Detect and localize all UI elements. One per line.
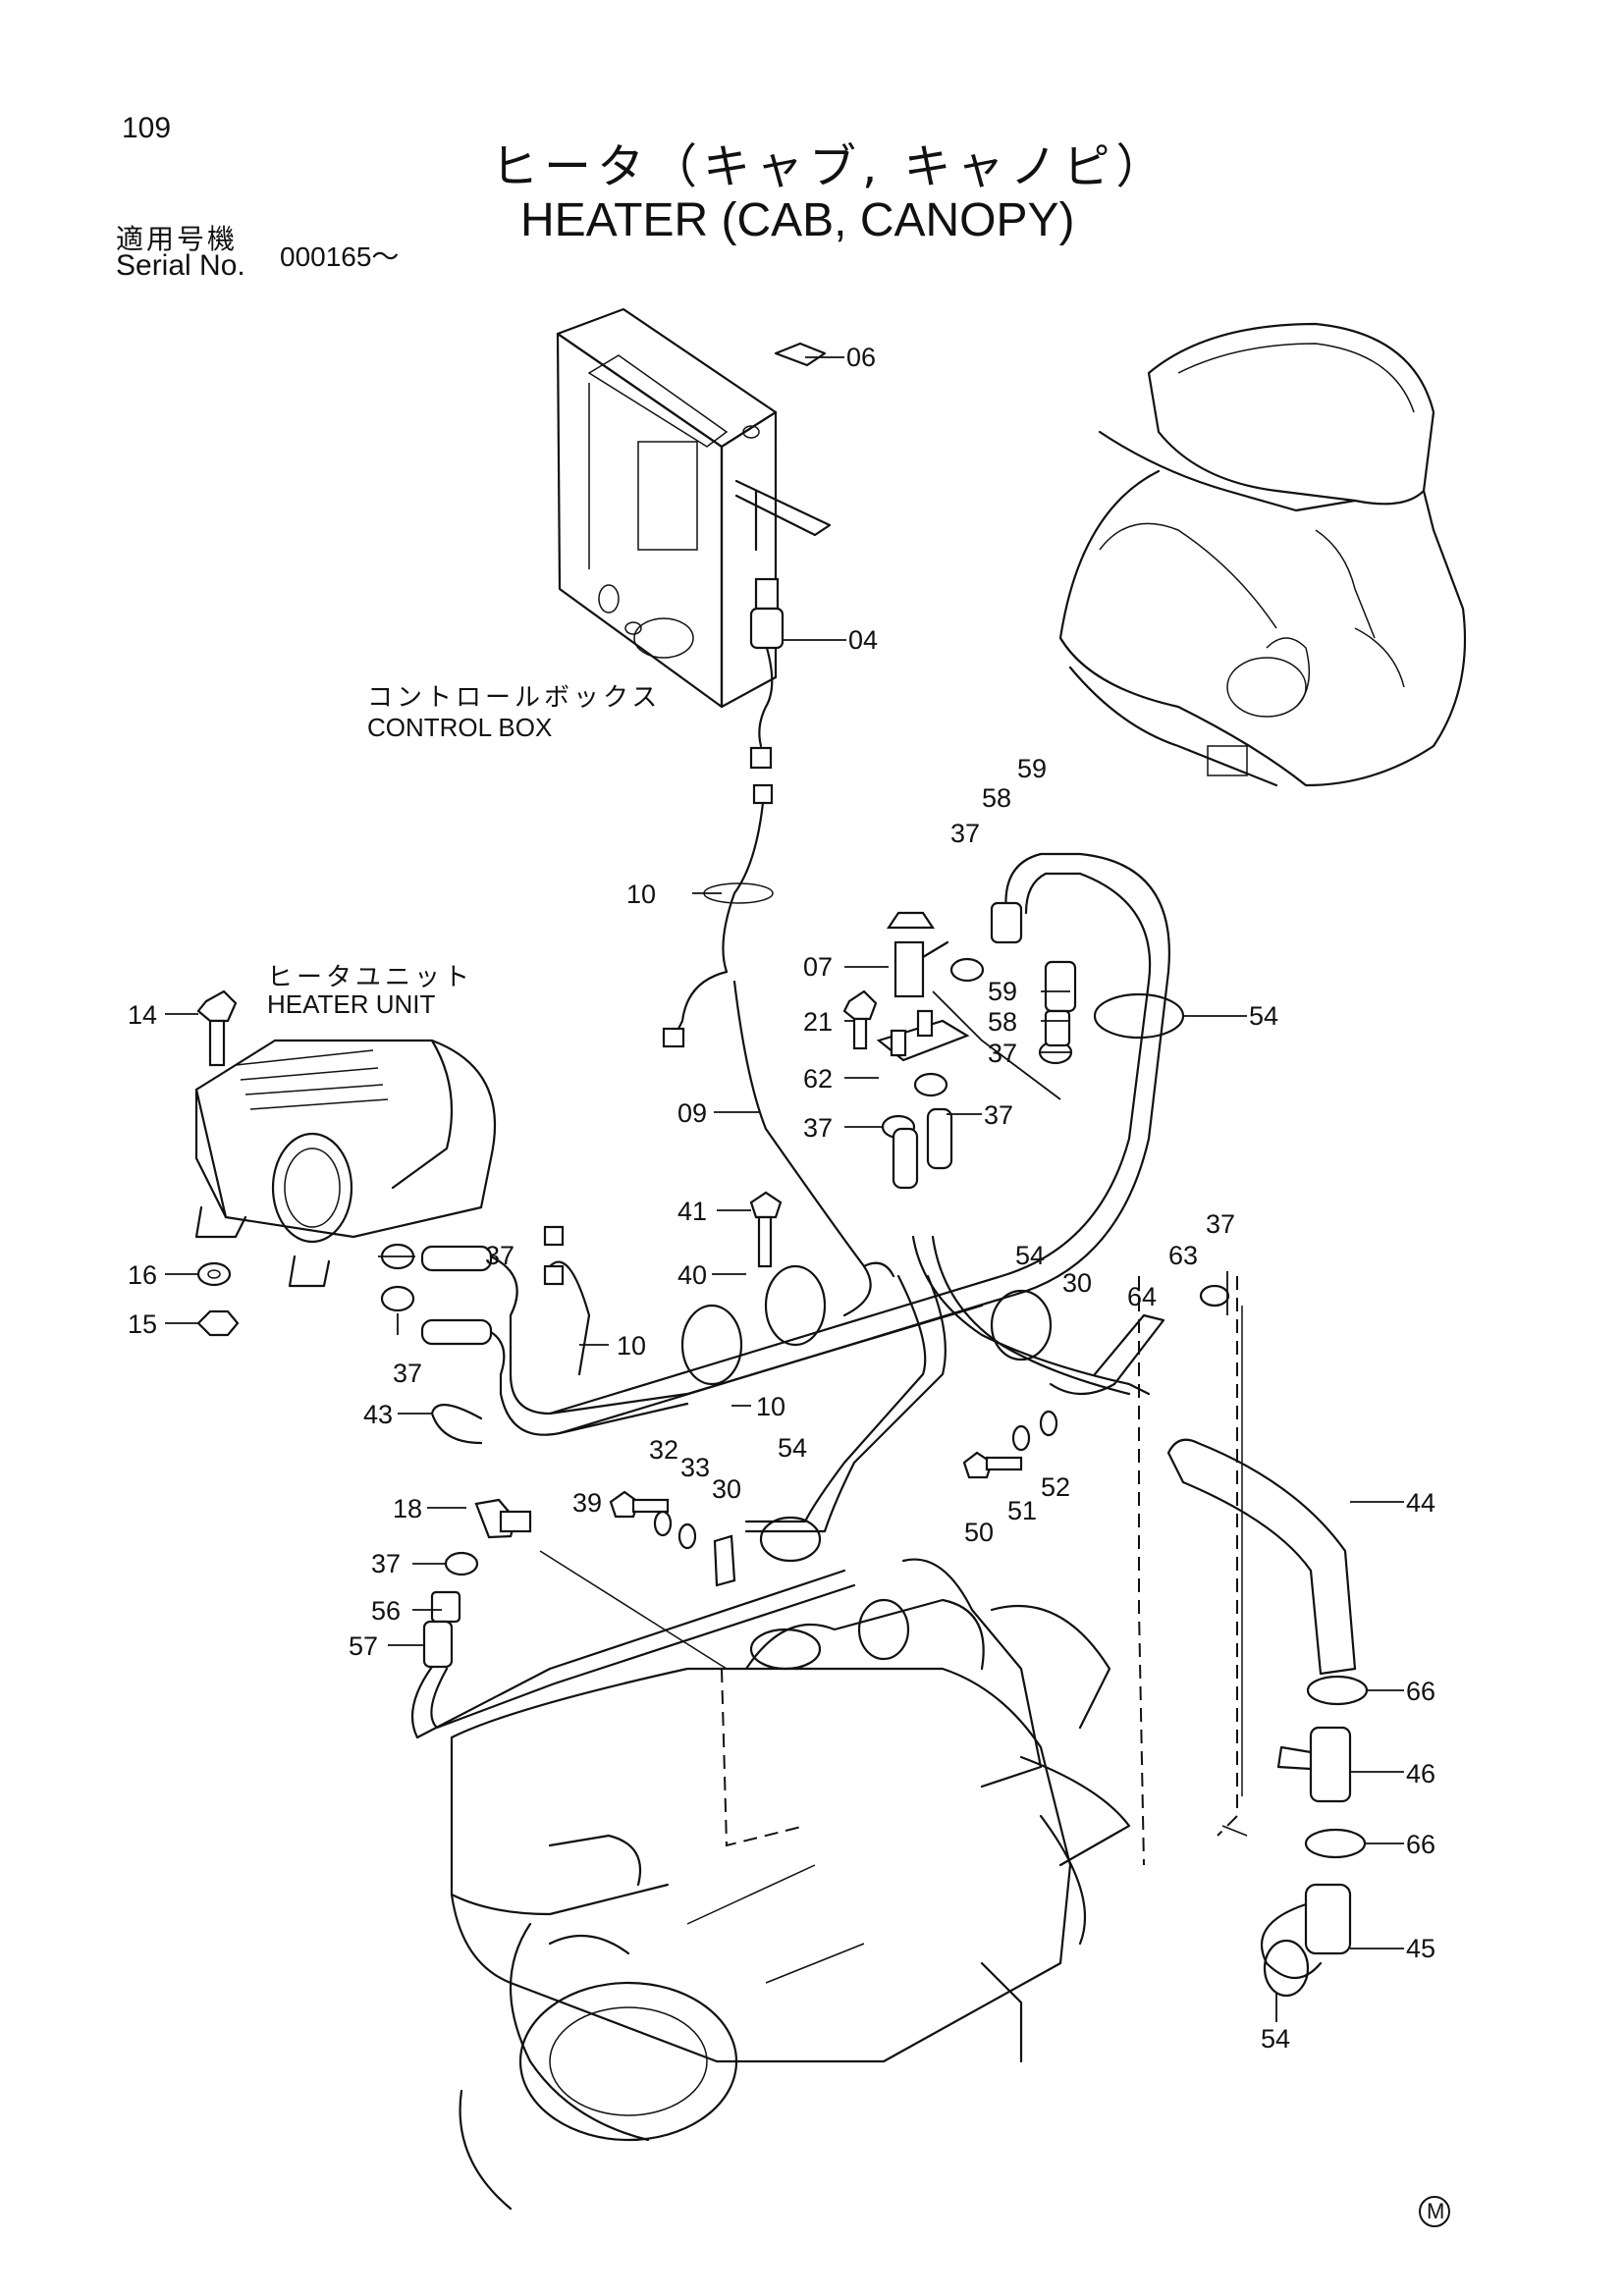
callout-50: 50: [964, 1518, 995, 1547]
callout-30: 30: [1062, 1268, 1093, 1298]
callout-37: 37: [485, 1241, 515, 1270]
part-04-sensor: [749, 577, 785, 770]
control-box-label-japanese: コントロールボックス: [367, 683, 662, 713]
callout-10: 10: [617, 1331, 647, 1361]
callout-37: 37: [393, 1359, 423, 1388]
callout-54: 54: [1015, 1241, 1046, 1270]
callout-37: 37: [950, 819, 981, 848]
part-51-washer: [1011, 1424, 1031, 1452]
machine-drawing: [1058, 322, 1467, 787]
serial-label-japanese: 適用号機: [116, 223, 239, 255]
callout-59: 59: [1017, 754, 1048, 783]
part-14-bolt: [196, 989, 238, 1067]
callout-37: 37: [1206, 1209, 1236, 1239]
callout-09: 09: [677, 1098, 708, 1128]
heater-hoses: [380, 852, 1170, 1533]
callout-63: 63: [1168, 1241, 1199, 1270]
callout-10: 10: [756, 1392, 786, 1421]
part-41-bolt: [749, 1191, 783, 1219]
callout-37: 37: [988, 1039, 1018, 1068]
callout-41: 41: [677, 1197, 708, 1226]
callout-10: 10: [626, 880, 657, 909]
callout-66: 66: [1406, 1677, 1436, 1706]
part-44-hose: [1166, 1438, 1357, 1676]
callout-37: 37: [371, 1549, 402, 1578]
callout-52: 52: [1041, 1472, 1071, 1502]
heater-unit-drawing: [194, 1039, 497, 1288]
callout-57: 57: [349, 1631, 379, 1661]
callout-51: 51: [1007, 1496, 1038, 1525]
callout-37: 37: [984, 1100, 1014, 1130]
callout-58: 58: [988, 1007, 1018, 1037]
callout-64: 64: [1127, 1282, 1158, 1311]
part-45-elbow: [1261, 1883, 1352, 1998]
serial-value: 000165～: [280, 241, 400, 272]
m-mark-circle: [1419, 2196, 1450, 2227]
page-number: 109: [122, 112, 172, 144]
callout-18: 18: [393, 1494, 423, 1523]
serial-label: Serial No.: [116, 249, 245, 282]
control-box-drawing: [556, 307, 832, 709]
part-15-nut: [196, 1309, 240, 1337]
callout-43: 43: [363, 1400, 394, 1429]
heater-unit-label-japanese: ヒータユニット: [267, 963, 474, 992]
wire-harness: [543, 783, 895, 1376]
part-54-band: [1093, 992, 1185, 1040]
page-title: HEATER (CAB, CANOPY): [520, 194, 1075, 246]
callout-32: 32: [649, 1435, 679, 1465]
control-box-label: CONTROL BOX: [367, 713, 553, 742]
part-30-bracket: [713, 1534, 736, 1587]
callout-16: 16: [128, 1260, 158, 1290]
page-title-japanese: ヒータ（キャブ, キャノピ）: [491, 139, 1169, 194]
part-66-clamp-lower: [1304, 1828, 1367, 1859]
callout-40: 40: [677, 1260, 708, 1290]
part-66-clamp-upper: [1306, 1675, 1369, 1706]
callout-14: 14: [128, 1000, 158, 1030]
callout-56: 56: [371, 1596, 402, 1626]
callout-46: 46: [1406, 1759, 1436, 1789]
callout-37: 37: [803, 1113, 834, 1143]
part-06-clip: [774, 342, 827, 367]
part-16-washer: [196, 1261, 232, 1287]
part-43-clip: [430, 1404, 483, 1445]
callout-39: 39: [572, 1488, 603, 1518]
callout-59: 59: [988, 977, 1018, 1006]
callout-54: 54: [778, 1433, 808, 1463]
callout-15: 15: [128, 1309, 158, 1339]
elbow-and-hose: [410, 1498, 856, 1739]
part-52-washer: [1039, 1410, 1058, 1437]
callout-07: 07: [803, 952, 834, 982]
callout-44: 44: [1406, 1488, 1436, 1518]
callout-33: 33: [680, 1453, 711, 1482]
callout-54: 54: [1249, 1001, 1279, 1031]
callout-30: 30: [712, 1474, 742, 1504]
callout-66: 66: [1406, 1830, 1436, 1859]
callout-06: 06: [846, 343, 877, 372]
callout-04: 04: [848, 625, 879, 655]
callout-58: 58: [982, 783, 1012, 813]
m-mark: M: [1427, 2199, 1445, 2223]
callout-21: 21: [803, 1007, 834, 1037]
callout-45: 45: [1406, 1934, 1436, 1963]
part-46-pipe: [1276, 1726, 1352, 1803]
valve-assembly: [842, 901, 1077, 1190]
callout-62: 62: [803, 1064, 834, 1094]
callout-54: 54: [1261, 2024, 1291, 2054]
heater-unit-label: HEATER UNIT: [267, 989, 436, 1019]
engine-drawing: [450, 1558, 1131, 2211]
